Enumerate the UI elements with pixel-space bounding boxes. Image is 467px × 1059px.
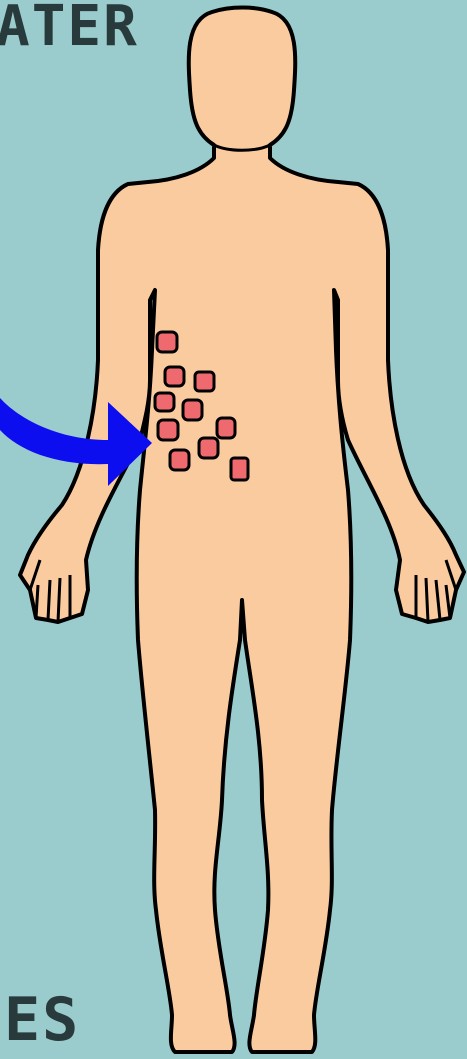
lesion bbox=[155, 393, 174, 411]
lesion bbox=[183, 400, 202, 420]
lesion bbox=[195, 372, 214, 391]
human-body-front-icon bbox=[20, 8, 464, 1053]
lesion bbox=[157, 332, 177, 352]
lesion bbox=[231, 458, 248, 480]
bottom-partial-label: ES bbox=[4, 985, 80, 1055]
lesion bbox=[158, 420, 178, 440]
lesion bbox=[217, 418, 235, 438]
lesion bbox=[165, 367, 184, 386]
lesion bbox=[170, 450, 189, 470]
lesion bbox=[199, 438, 218, 458]
